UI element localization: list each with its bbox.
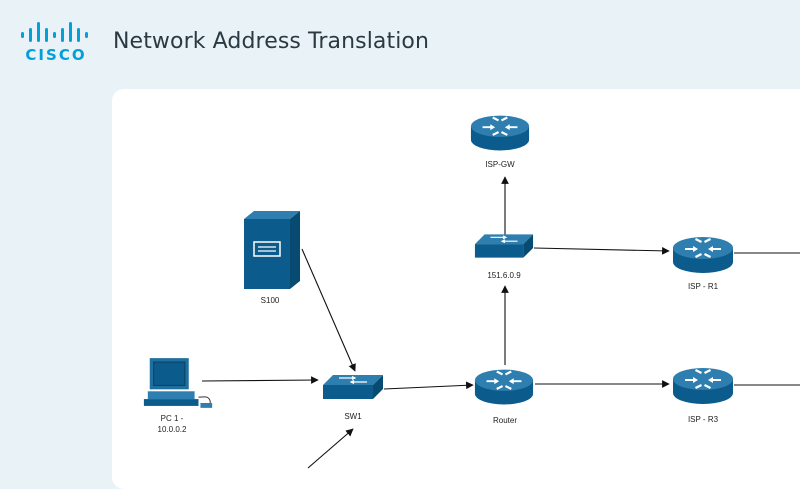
link-pc1-sw1 (201, 376, 319, 384)
logo-wordmark: CISCO (25, 46, 86, 64)
router-label: Router (493, 416, 517, 425)
link-sw1-router (383, 381, 474, 390)
router-icon (474, 369, 534, 405)
isp-gw-router-icon (470, 115, 530, 151)
app-header: CISCO Network Address Translation (0, 0, 800, 88)
isp-r3-router-icon (673, 368, 733, 404)
link-sw-isp-r1 (533, 246, 670, 255)
diagram-canvas: ISP-GW 151.6.0.9 ISP - R1 S100 PC 1 - 10… (112, 89, 800, 489)
s100-server-icon (243, 210, 301, 289)
pc1-label-line1: PC 1 - (161, 414, 184, 423)
isp-gw-label: ISP-GW (485, 160, 515, 169)
cisco-logo: CISCO (21, 22, 88, 64)
isp-switch-label: 151.6.0.9 (487, 271, 521, 280)
link-s100-sw1 (301, 248, 356, 372)
isp-r1-label: ISP - R1 (688, 282, 719, 291)
network-diagram: ISP-GW 151.6.0.9 ISP - R1 S100 PC 1 - 10… (143, 115, 800, 469)
isp-r1-router-icon (673, 237, 733, 273)
sw1-label: SW1 (344, 412, 362, 421)
link-offscreen-sw1 (307, 428, 354, 469)
page-title: Network Address Translation (113, 29, 430, 54)
isp-r3-label: ISP - R3 (688, 415, 719, 424)
pc1-label-line2: 10.0.0.2 (158, 425, 187, 434)
pc1-computer-icon (143, 357, 213, 409)
sw1-switch-icon (322, 374, 384, 400)
s100-label: S100 (261, 296, 280, 305)
isp-switch-icon (474, 233, 534, 259)
